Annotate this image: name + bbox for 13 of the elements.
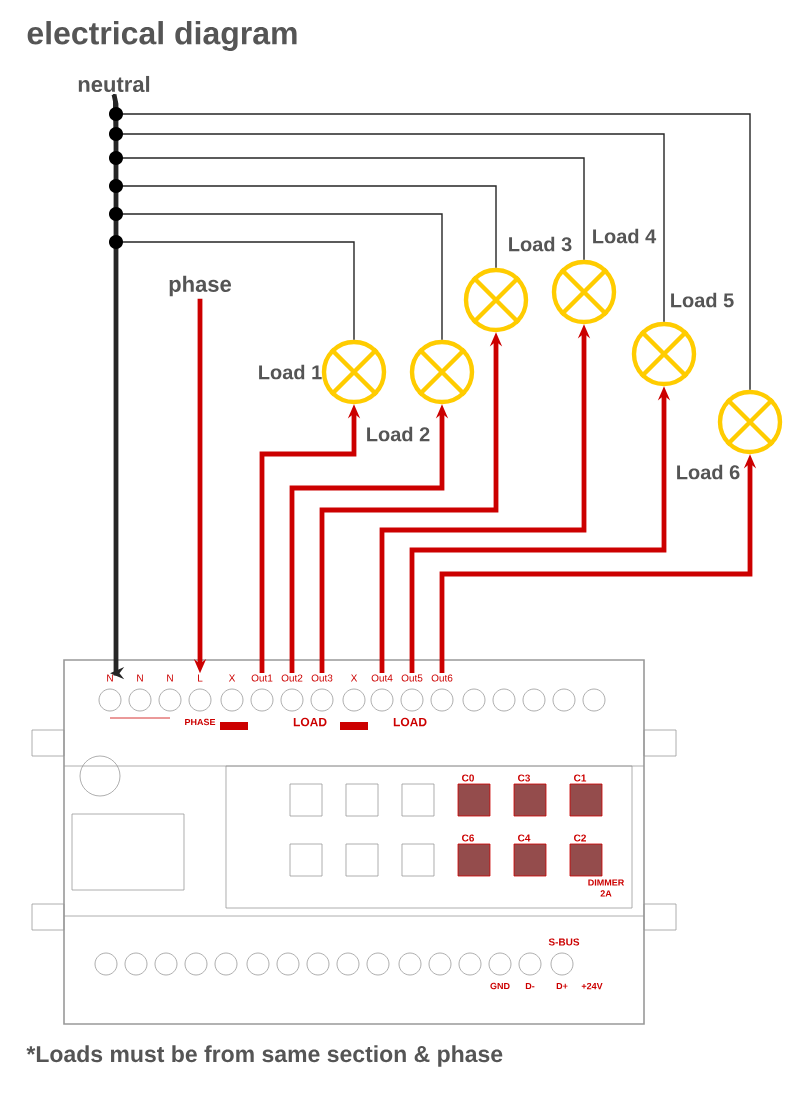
title: electrical diagram	[27, 21, 297, 51]
lamp-label: Load 1	[259, 364, 322, 380]
lamp-label: Load 5	[671, 292, 734, 308]
lamp-label: Load 2	[367, 426, 430, 442]
footnote: *Loads must be from same section & phase	[26, 1045, 503, 1067]
wire-label: phase	[169, 275, 232, 297]
dimmer-module-drawing	[31, 659, 677, 1025]
lamp-label: Load 4	[593, 228, 657, 244]
lamp-label: Load 3	[509, 236, 572, 252]
wire-label: neutral	[78, 75, 150, 93]
wire	[109, 93, 585, 261]
lamp-label: Load 6	[677, 464, 740, 480]
wire	[109, 93, 751, 391]
